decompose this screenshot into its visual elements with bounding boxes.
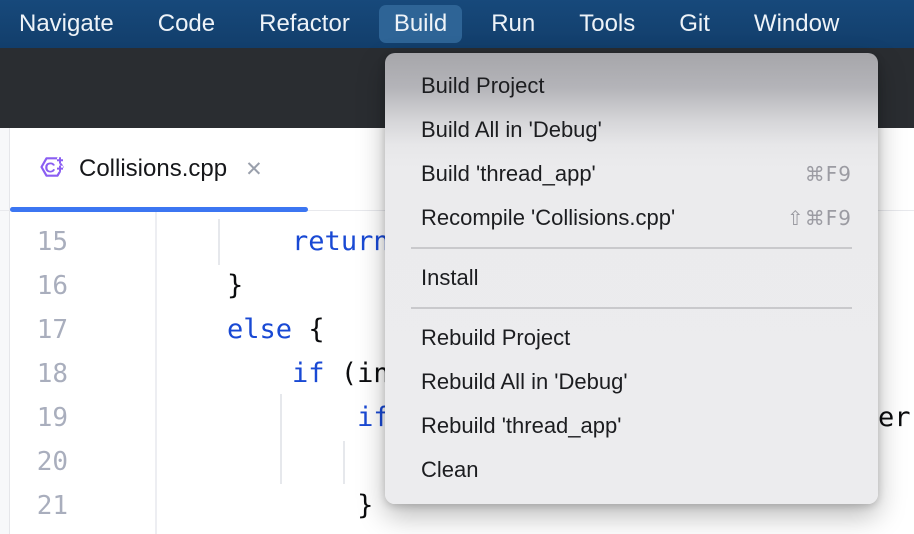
menu-bar: Navigate Code Refactor Build Run Tools Git Wind… xyxy=(0,0,914,48)
indent-guide xyxy=(343,441,345,484)
menu-separator xyxy=(385,300,878,316)
code-line: 16 } xyxy=(0,264,914,308)
line-number: 15 xyxy=(36,227,68,257)
build-menu-item-rebuild-project[interactable]: Rebuild Project xyxy=(385,316,878,360)
tab-collisions-cpp[interactable]: C Collisions.cpp ✕ xyxy=(11,128,263,210)
code-text: } xyxy=(162,490,374,521)
menubar-item-code[interactable]: Code xyxy=(157,10,216,37)
menu-item-label: Build Project xyxy=(421,73,545,98)
line-number: 16 xyxy=(36,271,68,301)
line-number: 20 xyxy=(36,447,68,477)
menubar-item-refactor[interactable]: Refactor xyxy=(259,10,350,37)
menu-item-label: Build 'thread_app' xyxy=(421,161,596,186)
menu-item-shortcut: ⌘F9 xyxy=(804,162,852,186)
indent-guide xyxy=(218,219,220,265)
line-number: 17 xyxy=(36,315,68,345)
menubar-item-build[interactable]: Build xyxy=(378,5,463,43)
menu-item-label: Clean xyxy=(421,457,479,482)
menubar-item-tools[interactable]: Tools xyxy=(579,10,636,37)
menu-item-label: Install xyxy=(421,265,479,290)
menu-item-label: Recompile 'Collisions.cpp' xyxy=(421,205,676,230)
menubar-item-window[interactable]: Window xyxy=(753,10,840,37)
build-menu-item-install[interactable]: Install xyxy=(385,256,878,300)
cpp-file-icon: C xyxy=(37,152,67,187)
line-number: 18 xyxy=(36,359,68,389)
code-line: 17 else { xyxy=(0,308,914,352)
build-menu-item-build-thread-app[interactable]: Build 'thread_app' ⌘F9 xyxy=(385,152,878,196)
menu-separator xyxy=(385,240,878,256)
menu-item-label: Rebuild All in 'Debug' xyxy=(421,369,628,394)
gutter-separator xyxy=(155,212,157,534)
build-menu-item-rebuild-thread-app[interactable]: Rebuild 'thread_app' xyxy=(385,404,878,448)
line-number: 19 xyxy=(36,403,68,433)
menubar-item-run[interactable]: Run xyxy=(491,10,536,37)
menubar-item-navigate[interactable]: Navigate xyxy=(19,10,114,37)
build-menu-item-recompile-collisions-cpp[interactable]: Recompile 'Collisions.cpp' ⇧⌘F9 xyxy=(385,196,878,240)
build-menu-item-clean[interactable]: Clean xyxy=(385,448,878,492)
left-gutter-strip xyxy=(0,128,10,534)
code-line: 20 xyxy=(0,440,914,484)
menu-item-label: Rebuild 'thread_app' xyxy=(421,413,622,438)
menu-item-label: Build All in 'Debug' xyxy=(421,117,602,142)
code-text: return xyxy=(292,226,390,257)
code-editor[interactable]: 15 return 16 } 17 else { 18 if (int 19 i… xyxy=(0,212,914,534)
build-menu: Build Project Build All in 'Debug' Build… xyxy=(385,53,878,504)
indent-guide xyxy=(280,394,282,484)
build-menu-item-build-project[interactable]: Build Project xyxy=(385,64,878,108)
code-text: } xyxy=(162,270,244,301)
code-text-fragment: er( xyxy=(878,402,914,433)
line-number: 21 xyxy=(36,491,68,521)
build-menu-item-build-all-in-debug[interactable]: Build All in 'Debug' xyxy=(385,108,878,152)
svg-text:C: C xyxy=(45,159,56,176)
tab-title: Collisions.cpp xyxy=(79,155,228,182)
code-text: if (int xyxy=(292,358,406,389)
menu-item-label: Rebuild Project xyxy=(421,325,571,350)
build-menu-item-rebuild-all-in-debug[interactable]: Rebuild All in 'Debug' xyxy=(385,360,878,404)
menu-item-shortcut: ⇧⌘F9 xyxy=(787,206,852,230)
active-tab-indicator xyxy=(10,207,308,212)
code-text: if( xyxy=(357,402,406,433)
code-line: 15 return xyxy=(0,220,914,264)
code-text: else { xyxy=(227,314,325,345)
menubar-item-git[interactable]: Git xyxy=(679,10,710,37)
code-line: 21 } xyxy=(0,484,914,528)
tab-close-icon[interactable]: ✕ xyxy=(245,157,263,181)
